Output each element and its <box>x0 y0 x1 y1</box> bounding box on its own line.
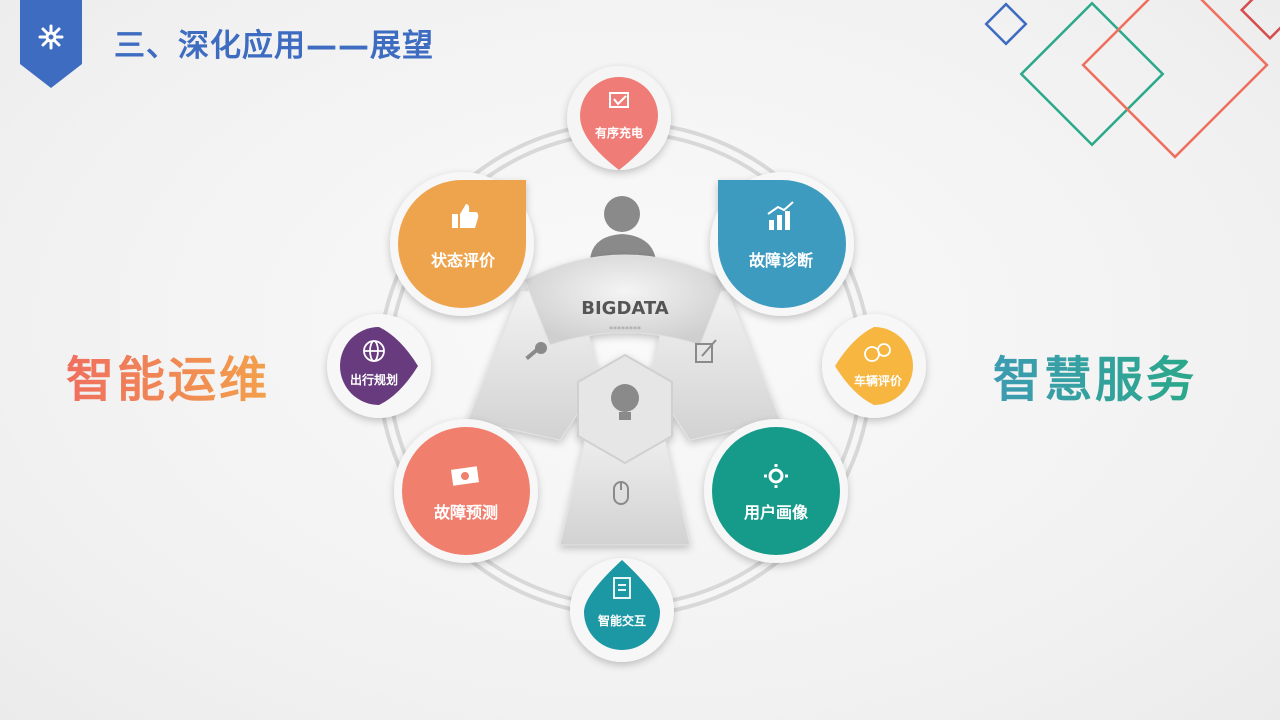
left-label: 智能运维 <box>66 340 270 410</box>
person-icon <box>590 196 656 260</box>
thumbs-up-icon <box>452 204 479 228</box>
globe-icon <box>363 340 385 362</box>
flower-icon <box>38 24 64 50</box>
key-icon <box>525 342 547 361</box>
right-label: 智慧服务 <box>993 340 1197 410</box>
node-travel-planning[interactable] <box>327 314 431 418</box>
node-ordered-charging[interactable] <box>567 66 671 185</box>
node-fault-diagnosis[interactable] <box>710 172 854 316</box>
document-icon <box>613 577 631 599</box>
node-label-vehicle-evaluation: 车辆评价 <box>854 373 903 388</box>
growth-chart-icon <box>767 201 794 230</box>
node-label-travel-planning: 出行规划 <box>350 372 398 387</box>
node-smart-interaction[interactable] <box>570 558 674 662</box>
money-icon <box>451 466 479 486</box>
node-fault-prediction[interactable] <box>394 419 538 563</box>
checkbox-icon <box>609 92 629 108</box>
node-label-fault-prediction: 故障预测 <box>434 503 498 522</box>
page-title: 三、深化应用——展望 <box>114 28 434 64</box>
node-label-fault-diagnosis: 故障诊断 <box>749 251 813 270</box>
node-label-status-evaluation: 状态评价 <box>431 251 496 270</box>
node-label-ordered-charging: 有序充电 <box>595 125 643 140</box>
decorative-diamonds <box>984 0 1280 159</box>
corner-badge <box>20 0 82 88</box>
gear-icon <box>764 464 788 488</box>
node-label-smart-interaction: 智能交互 <box>597 613 646 628</box>
coins-icon <box>864 343 891 362</box>
center-title: BIGDATA <box>581 298 669 319</box>
node-label-user-profile: 用户画像 <box>744 503 809 522</box>
center-subtitle: ******** <box>609 325 641 334</box>
node-status-evaluation[interactable] <box>390 172 534 316</box>
node-vehicle-evaluation[interactable] <box>822 314 926 418</box>
lightbulb-icon <box>611 384 639 420</box>
mouse-icon <box>613 481 629 505</box>
node-user-profile[interactable] <box>704 419 848 563</box>
edit-icon <box>695 339 717 363</box>
